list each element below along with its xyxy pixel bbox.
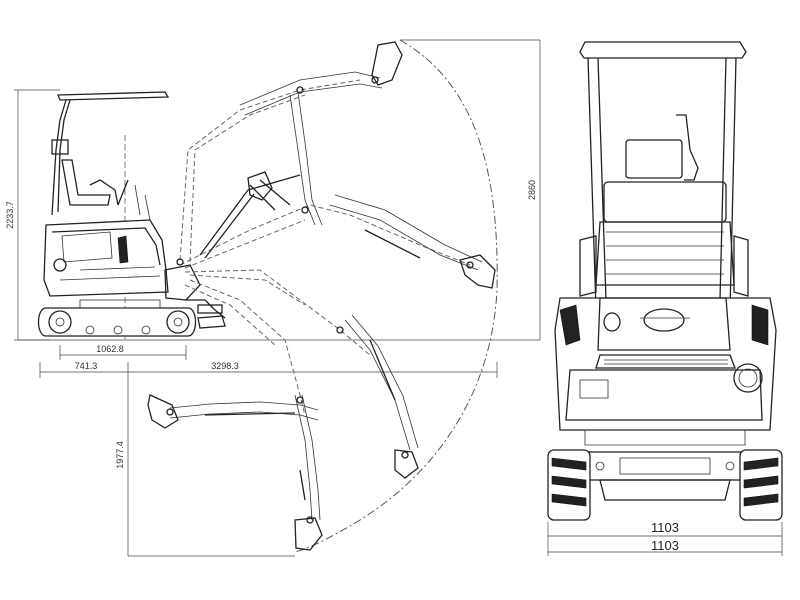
boom-bracket bbox=[164, 264, 226, 319]
front-rops-posts bbox=[587, 57, 737, 311]
arm-positions bbox=[169, 71, 483, 521]
front-tracks bbox=[547, 449, 783, 521]
front-body bbox=[554, 297, 777, 446]
upper-structure bbox=[43, 219, 169, 297]
bucket-bottom bbox=[294, 517, 323, 551]
dim-height-total: 2233.7 bbox=[5, 201, 15, 229]
side-view: 2233.7 2860 1062.8 741.3 3298.3 1977.4 bbox=[5, 39, 541, 557]
operator-seat bbox=[61, 159, 151, 221]
front-seat-guard bbox=[579, 114, 749, 297]
front-undercarriage bbox=[579, 451, 751, 501]
bucket-top bbox=[371, 41, 403, 86]
pivot-pins bbox=[166, 76, 474, 524]
dim-overall-width: 1103 bbox=[651, 538, 679, 553]
buckets bbox=[147, 41, 496, 551]
track-undercarriage bbox=[37, 299, 226, 337]
bucket-left bbox=[147, 394, 179, 429]
bucket-right bbox=[459, 254, 496, 289]
hydraulic-cylinders bbox=[199, 174, 421, 501]
bucket-upper bbox=[247, 171, 273, 201]
dim-front-offset: 741.3 bbox=[75, 361, 98, 371]
dim-max-height: 2860 bbox=[527, 180, 537, 200]
dimension-lines bbox=[14, 39, 541, 557]
dim-dig-depth: 1977.4 bbox=[115, 441, 125, 469]
dim-track-length: 1062.8 bbox=[96, 344, 124, 354]
front-canopy-roof bbox=[579, 41, 747, 59]
front-view: 1103 1103 bbox=[547, 41, 783, 556]
dim-track-width: 1103 bbox=[651, 520, 679, 535]
dim-max-reach: 3298.3 bbox=[211, 361, 239, 371]
reach-envelope-arc bbox=[294, 39, 498, 553]
boom-positions bbox=[179, 79, 471, 416]
canopy bbox=[51, 91, 170, 216]
bucket-mid bbox=[394, 449, 419, 479]
front-dimension-lines bbox=[547, 522, 783, 556]
